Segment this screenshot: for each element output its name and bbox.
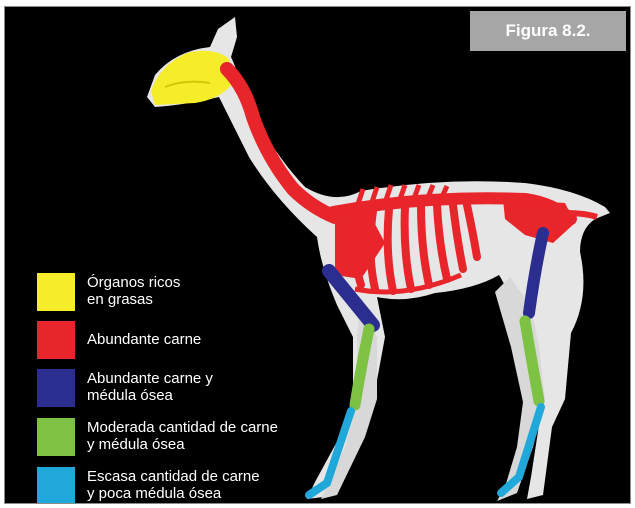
- legend-text: Escasa cantidad de carne y poca médula ó…: [87, 468, 260, 502]
- legend-swatch-yellow: [37, 273, 75, 311]
- legend-swatch-green: [37, 418, 75, 456]
- legend-line: y médula ósea: [87, 436, 278, 453]
- legend-line: Moderada cantidad de carne: [87, 419, 278, 436]
- figure-panel: Figura 8.2. Órganos ricos en grasas Abun…: [4, 6, 631, 504]
- legend-item-scarce: Escasa cantidad de carne y poca médula ó…: [37, 467, 337, 504]
- legend-item-meat-marrow: Abundante carne y médula ósea: [37, 369, 337, 409]
- legend-text: Abundante carne y médula ósea: [87, 370, 213, 404]
- legend-line: y poca médula ósea: [87, 485, 260, 502]
- legend-line: Abundante carne y: [87, 370, 213, 387]
- legend-text: Órganos ricos en grasas: [87, 274, 180, 308]
- legend-item-fat-organs: Órganos ricos en grasas: [37, 273, 337, 313]
- legend-line: Órganos ricos: [87, 274, 180, 291]
- legend-swatch-red: [37, 321, 75, 359]
- legend-swatch-dark-blue: [37, 369, 75, 407]
- legend-item-moderate: Moderada cantidad de carne y médula ósea: [37, 418, 337, 458]
- legend-line: Abundante carne: [87, 331, 201, 348]
- legend-line: médula ósea: [87, 387, 213, 404]
- legend-line: en grasas: [87, 291, 180, 308]
- legend-text: Abundante carne: [87, 331, 201, 348]
- legend-item-meat: Abundante carne: [37, 321, 337, 361]
- figure-label: Figura 8.2.: [470, 11, 626, 51]
- legend-text: Moderada cantidad de carne y médula ósea: [87, 419, 278, 453]
- legend-line: Escasa cantidad de carne: [87, 468, 260, 485]
- legend-swatch-light-blue: [37, 467, 75, 504]
